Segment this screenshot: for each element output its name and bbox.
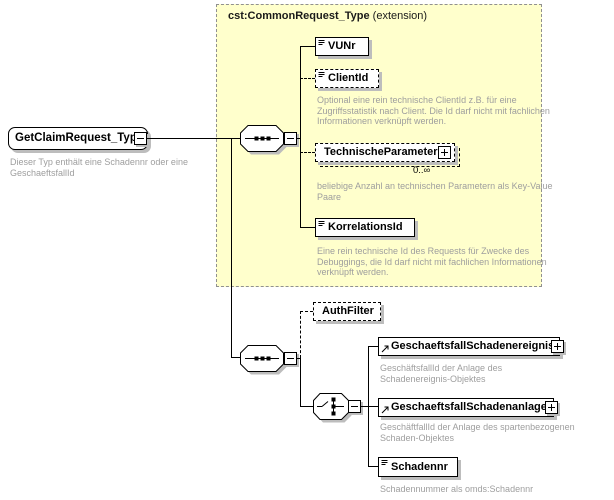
gf-schadenanlage-annotation: GeschäftfallId der Anlage des spartenbez… [380,422,575,443]
connector-root-branch [231,138,232,358]
extension-type-name: cst:CommonRequest_Type [228,10,370,22]
element-korrelationsid[interactable]: KorrelationsId [315,218,415,237]
connector-choice-trunk [300,358,301,406]
element-schadennr-label: Schadennr [391,461,448,473]
element-schadennr[interactable]: Schadennr [378,457,458,477]
text-content-icon [318,72,325,77]
element-geschaeftsfallschadenereignis-label: GeschaeftsfallSchadenereignis [391,340,555,352]
connector-sequence2-stub [297,358,300,359]
sequence-compositor-icon[interactable] [240,125,290,158]
connector-sequence2-to-choice [300,406,313,407]
choice-compositor-icon[interactable] [313,393,355,426]
root-element-box[interactable]: GetClaimRequest_Type [8,127,148,150]
root-annotation: Dieser Typ enthält eine Schadennr oder e… [10,157,188,178]
element-vunr[interactable]: VUNr [315,37,369,56]
connector-schadennr [368,466,378,467]
element-geschaeftsfallschadenanlage[interactable]: GeschaeftsfallSchadenanlage [378,398,554,417]
connector-korrelationsid [300,227,315,228]
multi-occurrence-edge [320,148,460,167]
root-collapse-button[interactable] [134,132,147,145]
technischeparameter-occurrence: 0..∞ [413,165,431,176]
choice-collapse-button[interactable] [348,400,361,413]
element-technischeparameter-label: TechnischeParameter [324,146,438,158]
sequence1-collapse-button[interactable] [284,132,297,145]
connector-authfilter [300,311,313,312]
schadennr-annotation: Schadennummer als omds:Schadennr [380,484,534,494]
reference-arrow-icon [381,345,389,353]
gf-schadenereignis-annotation: GeschäftsfallId der Anlage des Schadener… [380,363,503,384]
text-content-icon [318,40,325,45]
clientid-annotation: Optional eine rein technische ClientId z… [317,95,550,126]
extension-title: cst:CommonRequest_Type (extension) [228,10,427,22]
element-authfilter[interactable]: AuthFilter [313,302,381,321]
sequence2-collapse-button[interactable] [284,352,297,365]
element-authfilter-label: AuthFilter [322,305,374,317]
korrelationsid-annotation: Eine rein technische Id des Requests für… [317,246,547,277]
gf-schadenanlage-expand-button[interactable] [545,401,558,414]
connector-gf-schadenanlage [368,406,378,407]
connector-technischeparameter [300,152,315,153]
gf-schadenereignis-expand-button[interactable] [551,340,564,353]
connector-choice-stub [361,406,368,407]
connector-root-to-sequence1 [147,138,240,139]
connector-root-to-sequence2 [231,357,240,358]
element-vunr-label: VUNr [328,40,356,52]
reference-arrow-icon [381,406,389,414]
technischeparameter-annotation: beliebige Anzahl an technischen Paramete… [317,181,553,202]
element-geschaeftsfallschadenereignis[interactable]: GeschaeftsfallSchadenereignis [378,337,560,356]
element-clientid-label: ClientId [328,72,369,84]
connector-authfilter-trunk [300,311,301,358]
technischeparameter-expand-button[interactable] [438,146,451,159]
connector-vunr [300,46,315,47]
element-geschaeftsfallschadenanlage-label: GeschaeftsfallSchadenanlage [391,401,547,413]
sequence-compositor-icon[interactable] [240,345,290,378]
root-element-label: GetClaimRequest_Type [15,132,144,144]
text-content-icon [318,221,325,226]
text-content-icon [381,460,388,465]
connector-gf-schadenereignis [368,346,378,347]
element-korrelationsid-label: KorrelationsId [328,221,403,233]
connector-clientid [300,78,315,79]
extension-suffix: (extension) [369,10,428,22]
element-clientid[interactable]: ClientId [315,69,379,88]
connector-sequence1-trunk [300,46,301,227]
element-technischeparameter[interactable]: TechnischeParameter [315,143,455,162]
connector-sequence1-stub [297,138,300,139]
